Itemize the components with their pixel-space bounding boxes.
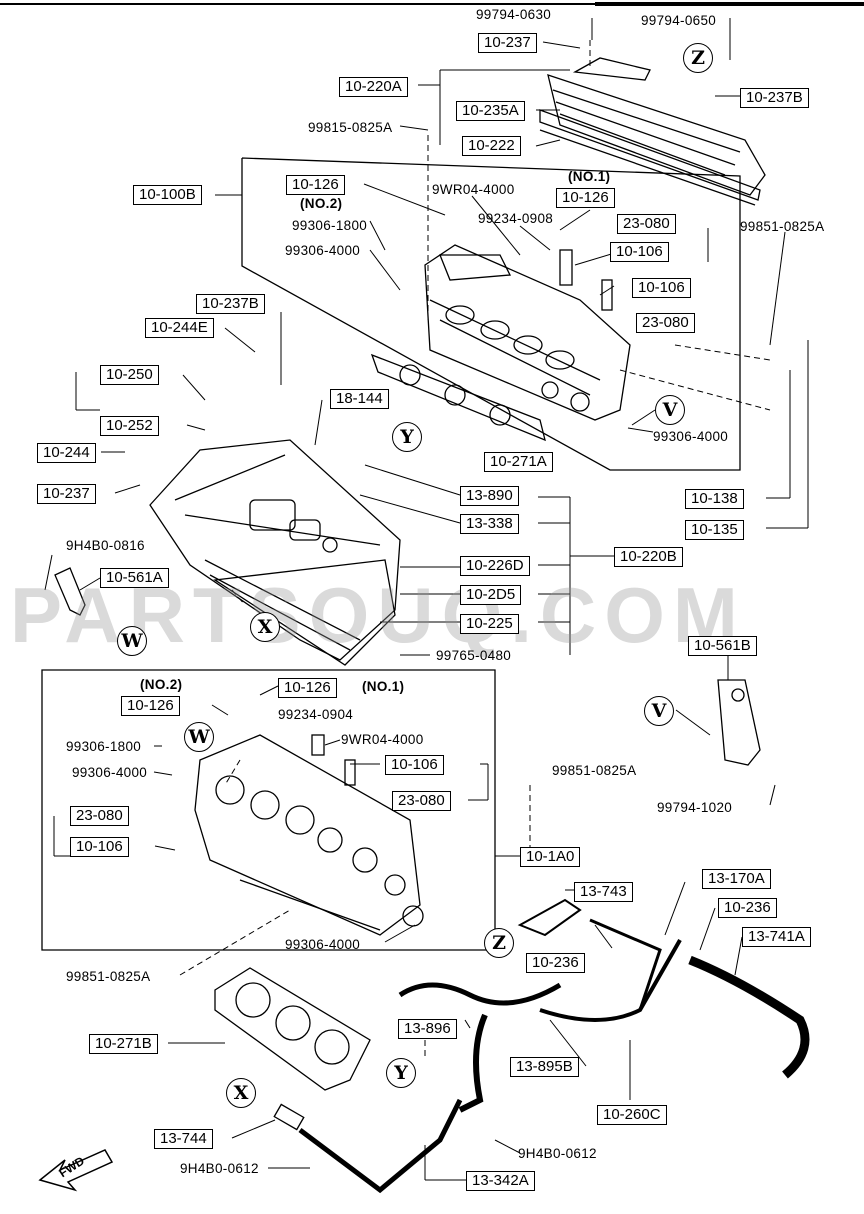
ref-box: 10-2D5 bbox=[460, 585, 522, 605]
lower-head-gasket bbox=[214, 967, 371, 1091]
ref-box: 10-106 bbox=[385, 755, 444, 775]
part-number-label: 99234-0908 bbox=[478, 211, 554, 226]
ref-box: 10-135 bbox=[685, 520, 744, 540]
ref-box: 10-220A bbox=[339, 77, 408, 97]
part-number-label: 99794-1020 bbox=[657, 800, 733, 815]
pipe-13-170a bbox=[539, 939, 682, 1022]
marker-circle: X bbox=[226, 1078, 256, 1108]
part-number-label: 99306-1800 bbox=[66, 739, 142, 754]
ref-box: 10-100B bbox=[133, 185, 202, 205]
marker-circle: V bbox=[644, 696, 674, 726]
marker-circle: Z bbox=[484, 928, 514, 958]
ref-box: 23-080 bbox=[70, 806, 129, 826]
ref-box: 10-236 bbox=[526, 953, 585, 973]
bracket-561a bbox=[54, 567, 86, 616]
part-number-label: 99851-0825A bbox=[66, 969, 151, 984]
fwd-arrow-icon bbox=[38, 1149, 114, 1192]
lower-cylinder-head bbox=[194, 734, 424, 936]
ref-box: 10-561A bbox=[100, 568, 169, 588]
ref-box: 10-236 bbox=[718, 898, 777, 918]
bracket-561b bbox=[717, 679, 761, 766]
ref-box: 10-138 bbox=[685, 489, 744, 509]
ref-box: 23-080 bbox=[636, 313, 695, 333]
ref-box: 10-220B bbox=[614, 547, 683, 567]
part-number-label: 99794-0630 bbox=[476, 7, 552, 22]
hose-13-741a bbox=[688, 955, 810, 1079]
ref-box: 10-244 bbox=[37, 443, 96, 463]
ref-box: 10-237 bbox=[37, 484, 96, 504]
ref-box: 10-222 bbox=[462, 136, 521, 156]
ref-box: 10-106 bbox=[632, 278, 691, 298]
marker-circle: Y bbox=[392, 422, 422, 452]
ref-box: 10-126 bbox=[121, 696, 180, 716]
marker-circle: Y bbox=[386, 1058, 416, 1088]
ref-box: 13-338 bbox=[460, 514, 519, 534]
position-note: (NO.1) bbox=[568, 169, 611, 184]
ref-box: 13-744 bbox=[154, 1129, 213, 1149]
hose-13-342a bbox=[298, 1098, 463, 1194]
part-number-label: 99234-0904 bbox=[278, 707, 354, 722]
part-number-label: 99794-0650 bbox=[641, 13, 717, 28]
marker-circle: W bbox=[184, 722, 214, 752]
part-number-label: 9H4B0-0612 bbox=[518, 1146, 597, 1161]
ref-box: 10-252 bbox=[100, 416, 159, 436]
rocker-cover-assembly bbox=[149, 439, 401, 666]
ref-box: 10-237 bbox=[478, 33, 537, 53]
ref-box: 10-106 bbox=[610, 242, 669, 262]
ref-box: 10-1A0 bbox=[520, 847, 581, 867]
ref-box: 10-271B bbox=[89, 1034, 158, 1054]
upper-head-gasket bbox=[370, 353, 546, 442]
ref-box: 23-080 bbox=[617, 214, 676, 234]
position-note: (NO.2) bbox=[300, 196, 343, 211]
ref-box: 13-170A bbox=[702, 869, 771, 889]
ref-box: 10-271A bbox=[484, 452, 553, 472]
marker-circle: X bbox=[250, 612, 280, 642]
hose-13-895b bbox=[458, 1013, 488, 1113]
ref-box: 13-895B bbox=[510, 1057, 579, 1077]
ref-box: 10-237B bbox=[740, 88, 809, 108]
ref-box: 13-743 bbox=[574, 882, 633, 902]
part-number-label: 99815-0825A bbox=[308, 120, 393, 135]
ref-box: 10-260C bbox=[597, 1105, 667, 1125]
ref-box: 10-126 bbox=[286, 175, 345, 195]
hose-13-896 bbox=[398, 982, 562, 1006]
marker-circle: V bbox=[655, 395, 685, 425]
part-number-label: 9H4B0-0816 bbox=[66, 538, 145, 553]
ref-box: 18-144 bbox=[330, 389, 389, 409]
marker-circle: W bbox=[117, 626, 147, 656]
ref-box: 10-244E bbox=[145, 318, 214, 338]
part-number-label: 9WR04-4000 bbox=[341, 732, 424, 747]
part-number-label: 99306-4000 bbox=[285, 243, 361, 258]
ref-box: 10-226D bbox=[460, 556, 530, 576]
ref-box: 13-896 bbox=[398, 1019, 457, 1039]
ref-box: 10-237B bbox=[196, 294, 265, 314]
ref-box: 13-890 bbox=[460, 486, 519, 506]
part-number-label: 99306-4000 bbox=[653, 429, 729, 444]
marker-circle: Z bbox=[683, 43, 713, 73]
ref-box: 10-561B bbox=[688, 636, 757, 656]
part-number-label: 9WR04-4000 bbox=[432, 182, 515, 197]
part-number-label: 99851-0825A bbox=[740, 219, 825, 234]
ref-box: 10-225 bbox=[460, 614, 519, 634]
valve-cover-top-part bbox=[539, 57, 766, 206]
ref-box: 23-080 bbox=[392, 791, 451, 811]
ref-box: 10-126 bbox=[556, 188, 615, 208]
part-number-label: 99306-1800 bbox=[292, 218, 368, 233]
ref-box: 10-106 bbox=[70, 837, 129, 857]
part-number-label: 99306-4000 bbox=[72, 765, 148, 780]
part-number-label: 9H4B0-0612 bbox=[180, 1161, 259, 1176]
ref-box: 10-126 bbox=[278, 678, 337, 698]
position-note: (NO.2) bbox=[140, 677, 183, 692]
part-number-label: 99851-0825A bbox=[552, 763, 637, 778]
ref-box: 13-741A bbox=[742, 927, 811, 947]
position-note: (NO.1) bbox=[362, 679, 405, 694]
upper-group-boundary bbox=[241, 157, 741, 471]
ref-box: 13-342A bbox=[466, 1171, 535, 1191]
ref-box: 10-250 bbox=[100, 365, 159, 385]
part-number-label: 99765-0480 bbox=[436, 648, 512, 663]
upper-cylinder-head bbox=[424, 244, 631, 421]
ref-box: 10-235A bbox=[456, 101, 525, 121]
part-number-label: 99306-4000 bbox=[285, 937, 361, 952]
